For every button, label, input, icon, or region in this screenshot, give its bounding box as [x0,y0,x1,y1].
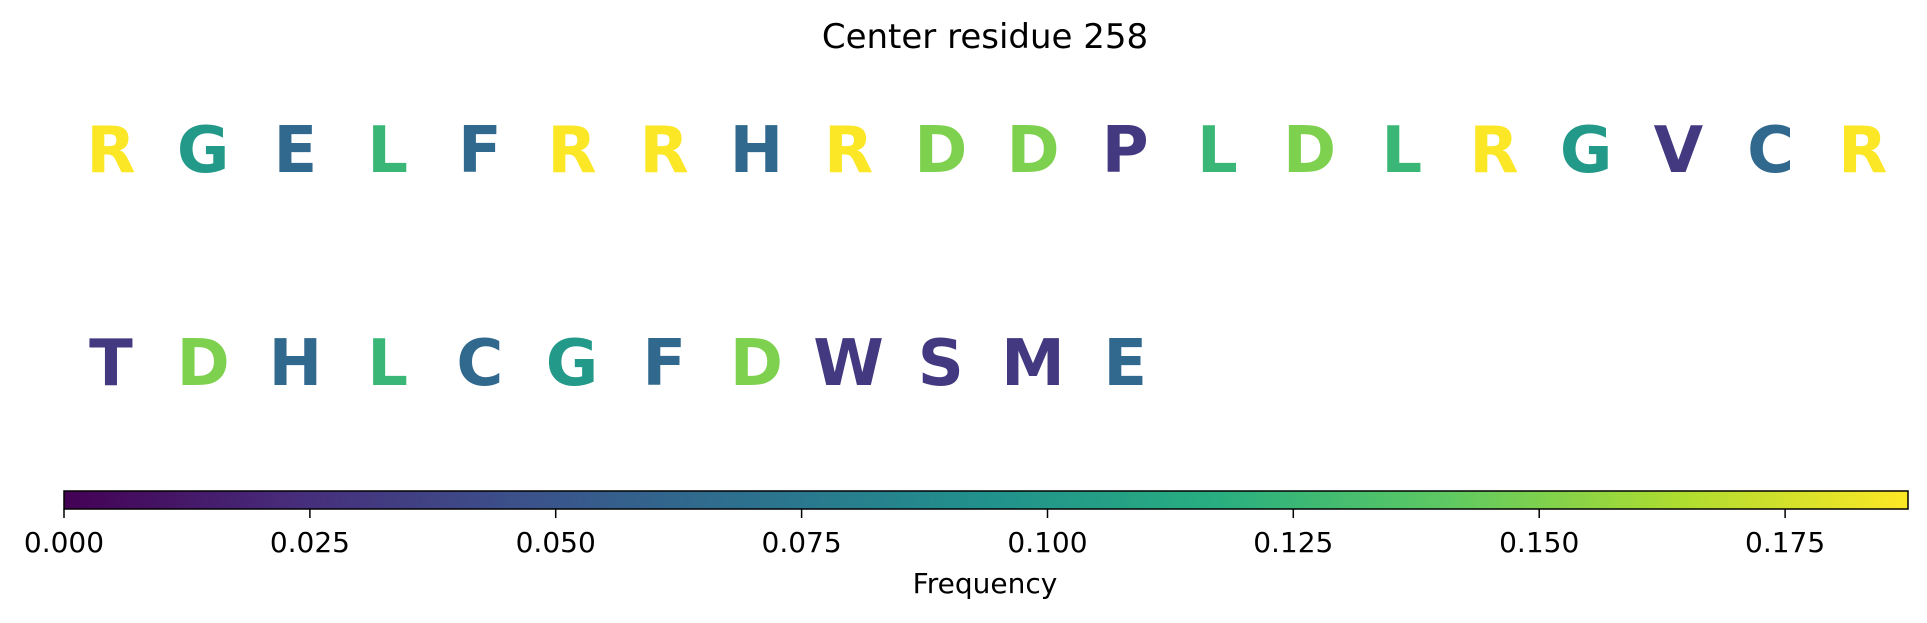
residue-letter: M [1001,327,1065,401]
residue-letter: P [1102,114,1149,188]
colorbar-tick-label: 0.125 [1253,526,1333,559]
residue-letter: R [640,114,689,188]
residue-letter: D [914,114,967,188]
colorbar-tick-label: 0.050 [516,526,596,559]
colorbar-tick-label: 0.150 [1499,526,1579,559]
residue-letter: R [1469,114,1518,188]
residue-letter: L [1197,114,1238,188]
colorbar-tick-label: 0.000 [24,526,104,559]
residue-letter: F [458,114,502,188]
residue-letter: L [367,114,408,188]
residue-letter: L [1381,114,1422,188]
residue-letter: C [1747,114,1794,188]
residue-letter: H [730,114,784,188]
colorbar-frame [63,490,1909,510]
residue-letter: F [642,327,686,401]
residue-letter: D [730,327,783,401]
residue-letter: G [1560,114,1613,188]
colorbar-tick-label: 0.025 [270,526,350,559]
residue-letter: E [1103,327,1147,401]
colorbar-fill [64,491,1908,509]
residue-letter: R [1838,114,1887,188]
residue-letter: C [456,327,503,401]
residue-letter: D [1006,114,1059,188]
residue-letter: D [177,327,230,401]
colorbar: 0.000 0.025 0.050 0.075 0.100 0.125 0.150 0.175 [24,490,1909,559]
colorbar-label: Frequency [913,567,1058,600]
residue-letter: T [89,327,133,401]
residue-letter: S [918,327,964,401]
residue-letter: E [274,114,318,188]
colorbar-tick-label: 0.075 [762,526,842,559]
residue-letter: G [546,327,599,401]
residue-letter: D [1283,114,1336,188]
colorbar-tick-label: 0.100 [1007,526,1087,559]
residue-letter: H [269,327,323,401]
residue-letter: R [824,114,873,188]
chart-title: Center residue 258 [822,17,1148,57]
residue-letter: W [813,327,884,401]
residue-letter: G [177,114,230,188]
colorbar-tick-label: 0.175 [1745,526,1825,559]
residue-letter: R [86,114,135,188]
residue-letter: R [547,114,596,188]
colorbar-ticks: 0.000 0.025 0.050 0.075 0.100 0.125 0.150 0.175 [24,509,1825,559]
residue-letter: V [1654,114,1704,188]
residue-letter: L [367,327,408,401]
